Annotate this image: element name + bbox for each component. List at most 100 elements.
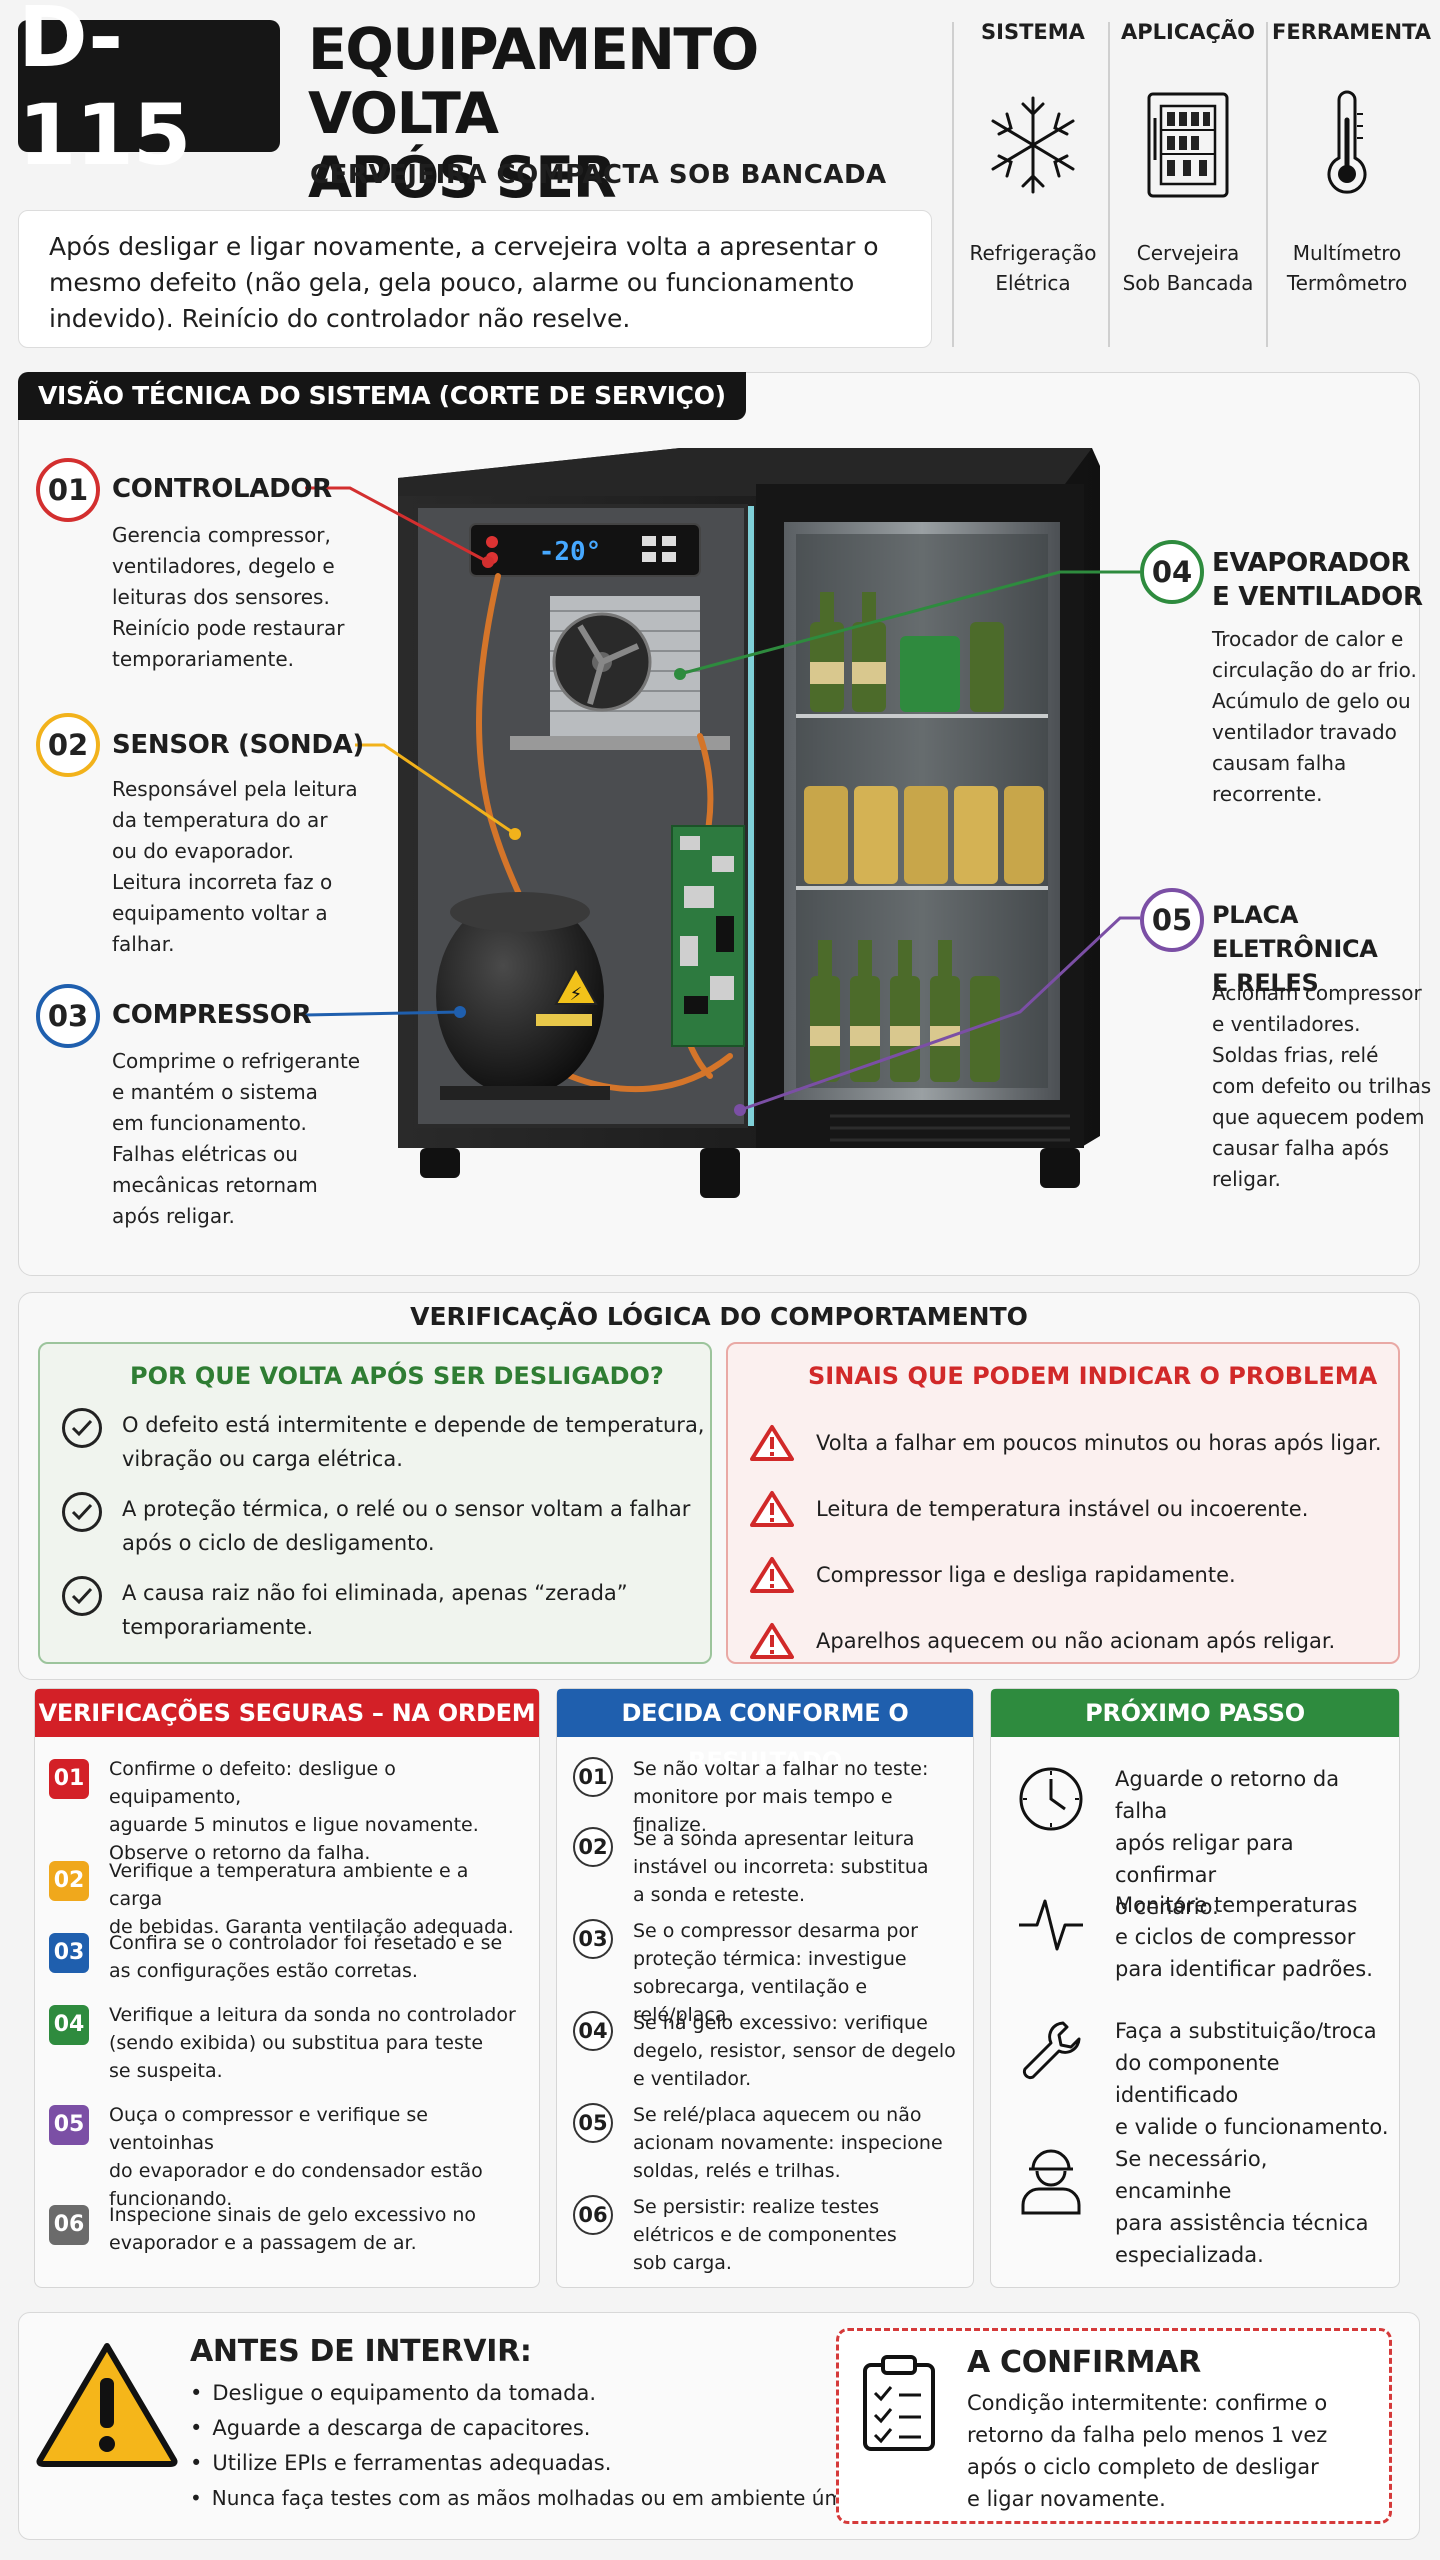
- technician-icon: [1015, 2143, 1087, 2215]
- category-separator: [1108, 22, 1110, 347]
- next-column: PRÓXIMO PASSO Aguarde o retorno da falha…: [990, 1688, 1400, 2288]
- category-text: Sob Bancada: [1122, 271, 1254, 295]
- category-text: Multímetro: [1292, 241, 1402, 265]
- category-separator: [952, 22, 954, 347]
- logic-title: VERIFICAÇÃO LÓGICA DO COMPORTAMENTO: [410, 1302, 1028, 1331]
- category-text: Termômetro: [1286, 271, 1408, 295]
- why-title: POR QUE VOLTA APÓS SER DESLIGADO?: [130, 1362, 664, 1390]
- before-list: Desligue o equipamento da tomada. Aguard…: [190, 2376, 881, 2516]
- before-item: Utilize EPIs e ferramentas adequadas.: [190, 2446, 880, 2481]
- next-title: PRÓXIMO PASSO: [991, 1689, 1399, 1737]
- title-line-1: EQUIPAMENTO VOLTA: [308, 17, 759, 147]
- bottle-row-bottom: [810, 940, 1000, 1082]
- warning-icon: [750, 1623, 794, 1659]
- category-label: APLICAÇÃO: [1120, 20, 1256, 44]
- component-title-controller: CONTROLADOR: [112, 474, 332, 504]
- before-item: Nunca faça testes com as mãos molhadas o…: [190, 2481, 881, 2516]
- tech-view-title: VISÃO TÉCNICA DO SISTEMA (CORTE DE SERVI…: [18, 372, 746, 420]
- category-label: FERRAMENTA: [1272, 20, 1432, 44]
- why-item: A causa raiz não foi eliminada, apenas “…: [62, 1576, 704, 1644]
- sign-item: Leitura de temperatura instável ou incoe…: [750, 1476, 1382, 1542]
- thermometer-icon: [1272, 80, 1422, 210]
- why-item: O defeito está intermitente e depende de…: [62, 1408, 704, 1476]
- category-separator: [1266, 22, 1268, 347]
- check-step: 04 Verifique a leitura da sonda no contr…: [49, 2001, 525, 2101]
- cooler-illustration: -20° ⚡: [398, 448, 1100, 1198]
- decide-title: DECIDA CONFORME O RESULTADO: [557, 1689, 973, 1775]
- check-icon: [62, 1408, 102, 1448]
- svg-text:⚡: ⚡: [570, 984, 583, 1005]
- component-number-04: 04: [1140, 540, 1204, 604]
- category-text: Refrigeração: [969, 241, 1097, 265]
- clock-icon: [1015, 1763, 1087, 1835]
- snowflake-icon: [958, 80, 1108, 210]
- check-icon: [62, 1576, 102, 1616]
- confirm-box: A CONFIRMAR Condição intermitente: confi…: [836, 2328, 1392, 2524]
- wrench-icon: [1015, 2015, 1087, 2087]
- component-number-01: 01: [36, 458, 100, 522]
- can-row: [804, 786, 1044, 884]
- description-box: Após desligar e ligar novamente, a cerve…: [18, 210, 932, 348]
- confirm-title: A CONFIRMAR: [967, 2345, 1201, 2380]
- checks-title: VERIFICAÇÕES SEGURAS – NA ORDEM: [35, 1689, 539, 1737]
- component-text-controller: Gerencia compressor,ventiladores, degelo…: [112, 523, 345, 671]
- signs-box: SINAIS QUE PODEM INDICAR O PROBLEMA Volt…: [726, 1342, 1400, 1664]
- category-label: SISTEMA: [981, 20, 1085, 44]
- warning-icon: [750, 1425, 794, 1461]
- sign-item: Aparelhos aquecem ou não acionam após re…: [750, 1608, 1382, 1674]
- component-number-02: 02: [36, 713, 100, 777]
- code-badge: D-115: [18, 0, 280, 184]
- before-item: Desligue o equipamento da tomada.: [190, 2376, 880, 2411]
- why-item: A proteção térmica, o relé ou o sensor v…: [62, 1492, 704, 1560]
- component-title-compressor: COMPRESSOR: [112, 1000, 312, 1030]
- check-step: 06 Inspecione sinais de gelo excessivo n…: [49, 2201, 525, 2273]
- sign-item: Compressor liga e desliga rapidamente.: [750, 1542, 1382, 1608]
- fridge-icon: [1113, 80, 1263, 210]
- controller-temperature: -20°: [539, 537, 602, 567]
- check-icon: [62, 1492, 102, 1532]
- component-title-sensor: SENSOR (SONDA): [112, 730, 365, 760]
- connector-lines: [304, 486, 1140, 1116]
- clipboard-icon: [859, 2353, 939, 2457]
- before-item: Aguarde a descarga de capacitores.: [190, 2411, 880, 2446]
- page-subtitle: CERVEJEIRA COMPACTA SOB BANCADA: [310, 160, 887, 190]
- why-box: POR QUE VOLTA APÓS SER DESLIGADO? O defe…: [38, 1342, 712, 1664]
- decide-column: DECIDA CONFORME O RESULTADO 01 Se não vo…: [556, 1688, 974, 2288]
- component-number-05: 05: [1140, 888, 1204, 952]
- component-number-03: 03: [36, 984, 100, 1048]
- warning-icon: [750, 1491, 794, 1527]
- bottle-row: [810, 592, 1004, 712]
- warning-icon: [750, 1557, 794, 1593]
- caution-icon: [36, 2340, 178, 2472]
- pulse-icon: [1015, 1889, 1087, 1961]
- check-step: 01 Confirme o defeito: desligue o equipa…: [49, 1755, 525, 1864]
- check-step: 05 Ouça o compressor e verifique se vent…: [49, 2101, 525, 2210]
- check-step: 03 Confira se o controlador foi resetado…: [49, 1929, 525, 2001]
- before-title: ANTES DE INTERVIR:: [190, 2334, 532, 2369]
- sign-item: Volta a falhar em poucos minutos ou hora…: [750, 1410, 1382, 1476]
- compressor: [436, 896, 604, 1096]
- category-text: Elétrica: [995, 271, 1071, 295]
- checks-column: VERIFICAÇÕES SEGURAS – NA ORDEM 01 Confi…: [34, 1688, 540, 2288]
- category-text: Cervejeira: [1136, 241, 1240, 265]
- decide-step: 01 Se não voltar a falhar no teste:monit…: [573, 1755, 963, 1836]
- signs-title: SINAIS QUE PODEM INDICAR O PROBLEMA: [808, 1362, 1378, 1390]
